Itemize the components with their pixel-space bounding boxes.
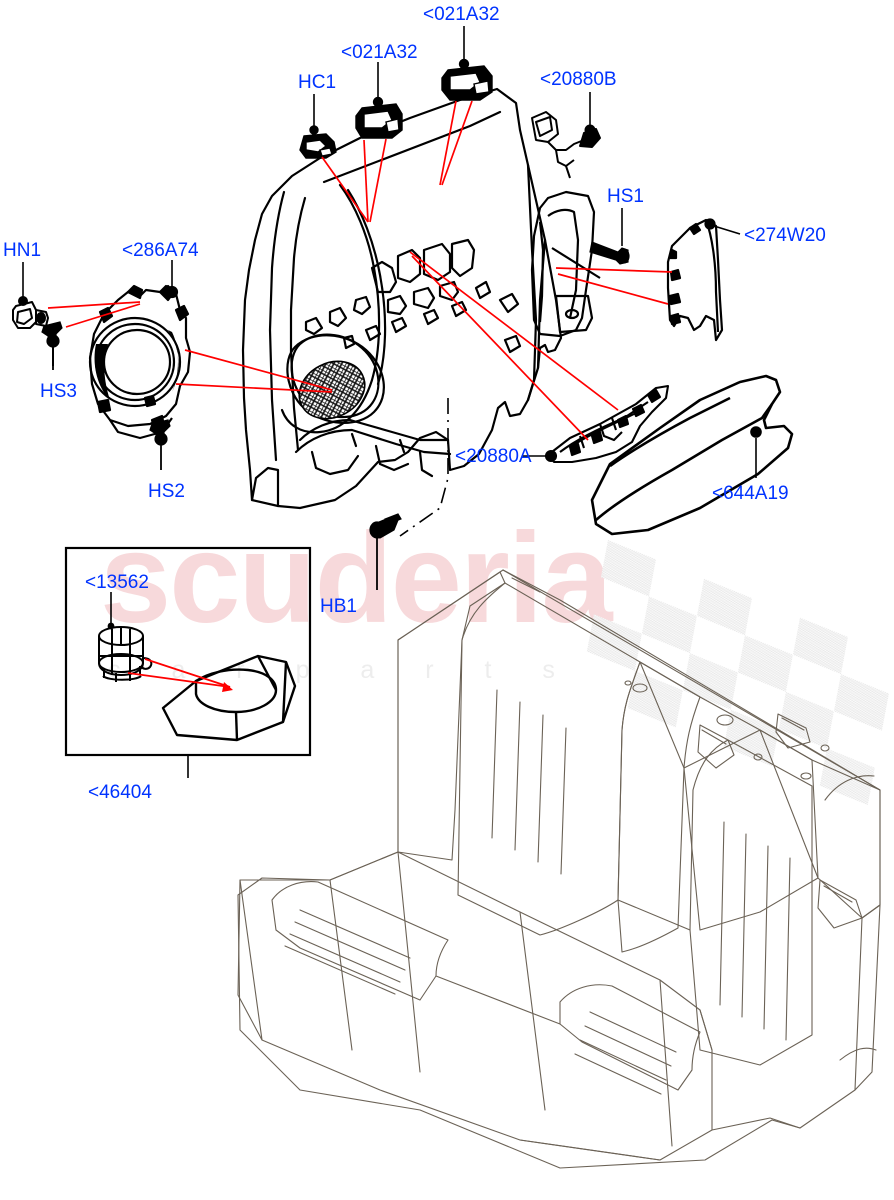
part-label-HB1[interactable]: HB1 xyxy=(320,596,357,617)
part-label-HN1[interactable]: HN1 xyxy=(3,240,42,261)
clip-part-HC1 xyxy=(299,125,337,159)
leader-lines-red xyxy=(47,100,673,441)
clip-part-021A32-upper xyxy=(441,58,493,101)
part-label-HS3[interactable]: HS3 xyxy=(40,381,77,402)
armrest-pad-644A19 xyxy=(590,374,794,536)
trim-bracket-part xyxy=(530,190,601,338)
part-label-20880B[interactable]: <20880B xyxy=(540,69,617,90)
grommet-part-HN1 xyxy=(12,296,49,329)
part-label-13562[interactable]: <13562 xyxy=(85,572,149,593)
speaker-assembly-286A74 xyxy=(88,284,192,440)
svg-text:scuderia: scuderia xyxy=(100,507,613,650)
svg-text:c a r p a r t s: c a r p a r t s xyxy=(108,656,577,684)
watermark-brand-text: scuderia c a r p a r t s xyxy=(100,507,615,684)
checkered-flag-icon xyxy=(586,540,889,805)
part-label-021A32-upper[interactable]: <021A32 xyxy=(423,4,500,25)
part-label-644A19[interactable]: <644A19 xyxy=(712,483,789,504)
part-label-HC1[interactable]: HC1 xyxy=(298,72,337,93)
part-label-286A74[interactable]: <286A74 xyxy=(122,240,199,261)
cup-holder-insert-part xyxy=(98,626,153,682)
assembly-dash-line-HB1 xyxy=(399,398,449,537)
part-label-HS2[interactable]: HS2 xyxy=(148,481,185,502)
armrest-bracket-part xyxy=(544,384,670,464)
screw-part-HS3 xyxy=(41,321,63,366)
clip-part-021A32-middle xyxy=(355,96,403,139)
inset-leader-lines xyxy=(127,658,233,692)
part-label-HS1[interactable]: HS1 xyxy=(607,186,644,207)
trim-detail-block-46404 xyxy=(161,654,297,742)
part-label-20880A[interactable]: <20880A xyxy=(455,446,532,467)
retainer-part-20880B xyxy=(531,111,601,179)
part-label-021A32-middle[interactable]: <021A32 xyxy=(341,42,418,63)
side-trim-insert-274W20 xyxy=(666,218,724,342)
part-label-274W20[interactable]: <274W20 xyxy=(744,225,826,246)
bolt-part-HB1 xyxy=(369,513,402,539)
part-label-46404[interactable]: <46404 xyxy=(88,782,152,803)
screw-part-HS2 xyxy=(149,419,171,446)
screw-part-HS1 xyxy=(589,241,630,265)
